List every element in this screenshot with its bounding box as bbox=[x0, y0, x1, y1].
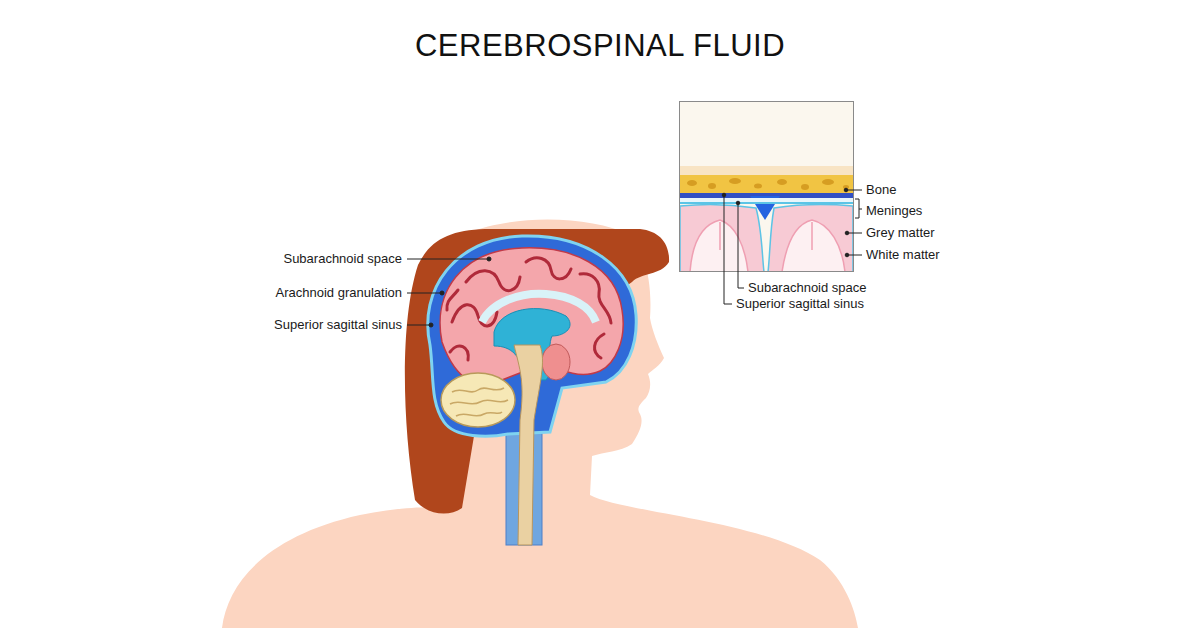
part-label: Bone bbox=[866, 183, 896, 198]
part-label: Grey matter bbox=[866, 226, 935, 241]
part-label: Superior sagittal sinus bbox=[274, 318, 402, 333]
folia bbox=[450, 388, 508, 416]
title: CEREBROSPINAL FLUID bbox=[415, 28, 785, 64]
part-label: White matter bbox=[866, 248, 940, 263]
pons bbox=[542, 344, 570, 380]
part-label: Subarachnoid space bbox=[748, 281, 867, 296]
spinal-cord bbox=[514, 345, 542, 545]
part-label: Superior sagittal sinus bbox=[736, 297, 864, 312]
inset-section bbox=[680, 166, 853, 271]
inset-frame bbox=[680, 102, 854, 272]
part-label: Meninges bbox=[866, 204, 922, 219]
leader-lines bbox=[407, 257, 491, 327]
part-label: Subarachnoid space bbox=[283, 252, 402, 267]
part-label: Arachnoid granulation bbox=[276, 286, 402, 301]
cerebellum bbox=[441, 373, 515, 427]
